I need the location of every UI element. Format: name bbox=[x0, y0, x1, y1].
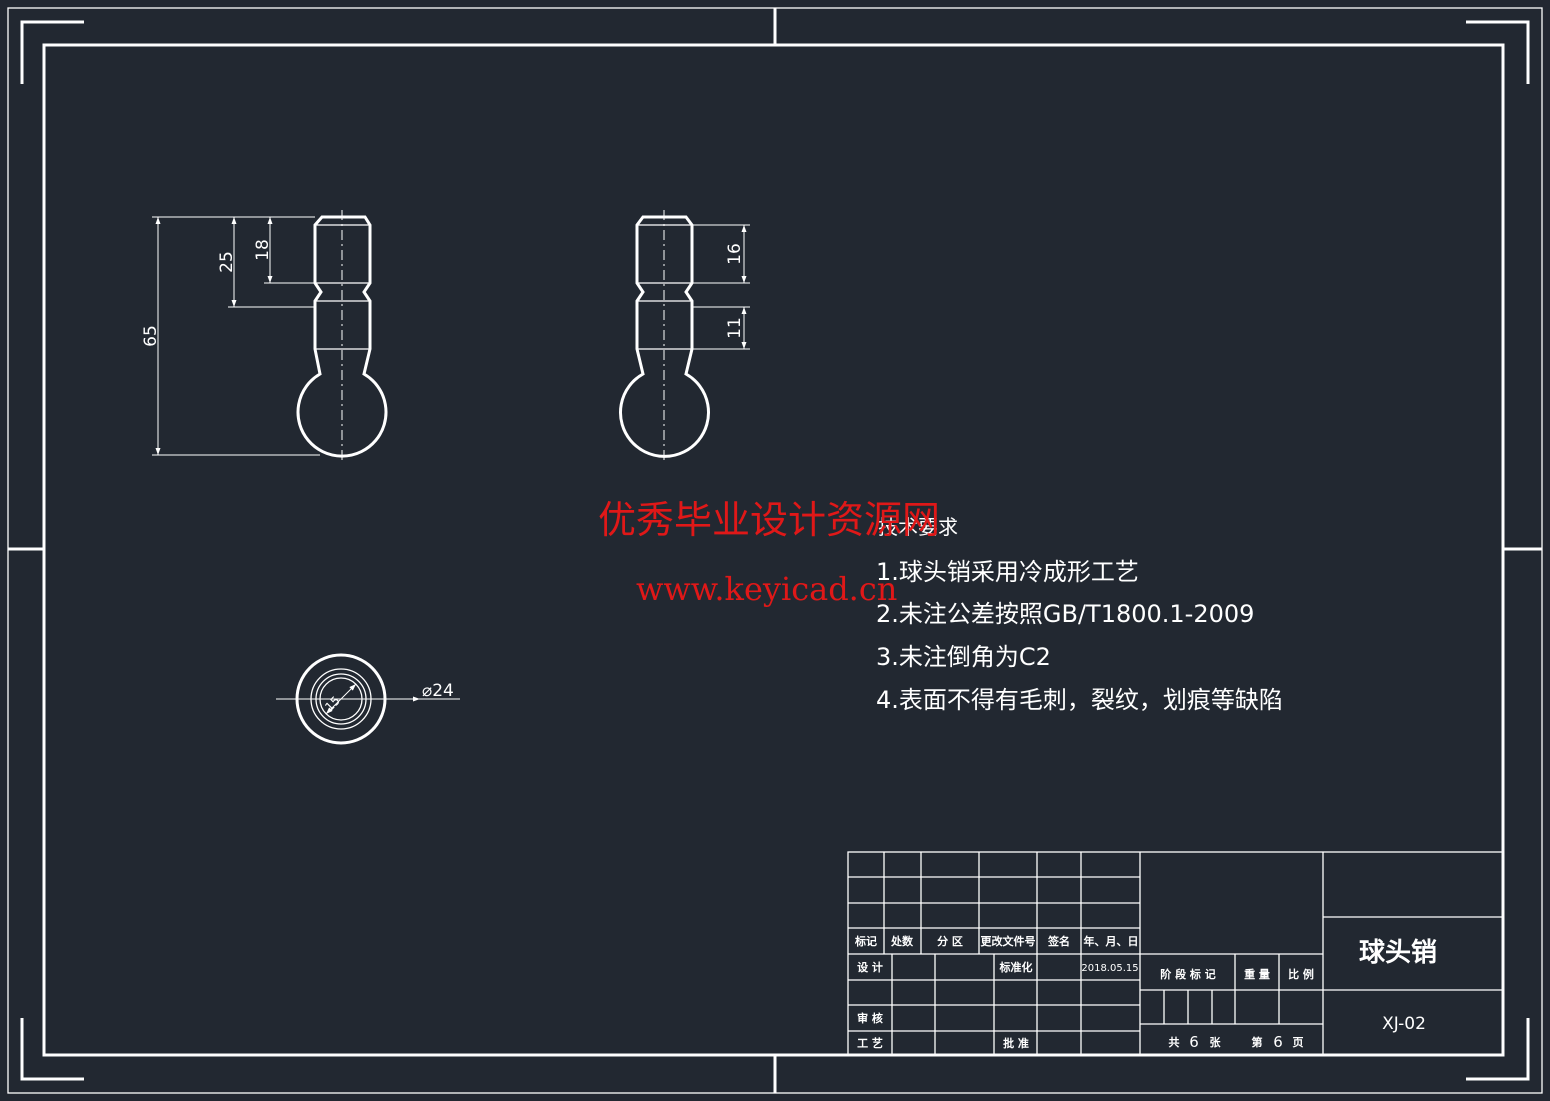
title-block: 标记 处数 分 区 更改文件号 签名 年、月、日 设 计 标准化 2018.05… bbox=[847, 851, 1504, 1056]
tb-date: 年、月、日 bbox=[1084, 934, 1139, 948]
tech-req-item-1: 1.球头销采用冷成形工艺 bbox=[876, 558, 1139, 586]
tb-review: 审 核 bbox=[857, 1011, 883, 1025]
tb-zone: 分 区 bbox=[937, 934, 963, 948]
tech-req-item-2: 2.未注公差按照GB/T1800.1-2009 bbox=[876, 600, 1254, 628]
sheet-frame bbox=[7, 7, 1543, 1094]
pin-outline-side bbox=[619, 215, 710, 458]
tb-design: 设 计 bbox=[857, 960, 883, 974]
tb-total-prefix: 共 bbox=[1169, 1035, 1180, 1049]
outer-border bbox=[7, 7, 1543, 1094]
front-view: 65 25 18 bbox=[141, 210, 388, 460]
tb-count: 处数 bbox=[890, 934, 914, 948]
corner-mark-tl bbox=[20, 20, 84, 84]
dim-25: 25 bbox=[217, 251, 237, 273]
technical-requirements: 技术要求 1.球头销采用冷成形工艺 2.未注公差按照GB/T1800.1-200… bbox=[876, 515, 1283, 714]
tb-change-doc: 更改文件号 bbox=[981, 934, 1036, 948]
tb-total-sheets: 6 bbox=[1189, 1033, 1199, 1051]
side-view: 16 11 bbox=[619, 210, 750, 460]
tb-page-suffix: 页 bbox=[1293, 1036, 1304, 1049]
tb-scale: 比 例 bbox=[1288, 967, 1314, 981]
tech-req-title: 技术要求 bbox=[878, 515, 958, 539]
tb-total-suffix: 张 bbox=[1210, 1035, 1222, 1049]
corner-mark-bl bbox=[20, 1018, 84, 1081]
pin-outline-front bbox=[296, 215, 388, 458]
dim-18: 18 bbox=[253, 239, 273, 261]
tb-signature: 签名 bbox=[1047, 934, 1070, 948]
tb-stage-mark: 阶 段 标 记 bbox=[1160, 967, 1216, 981]
tb-process: 工 艺 bbox=[857, 1036, 883, 1050]
tech-req-item-4: 4.表面不得有毛刺，裂纹，划痕等缺陷 bbox=[876, 686, 1283, 714]
inner-border bbox=[42, 43, 1505, 1057]
tb-page-prefix: 第 bbox=[1252, 1035, 1263, 1049]
tb-mark: 标记 bbox=[854, 934, 877, 948]
tb-standardize: 标准化 bbox=[999, 960, 1033, 974]
dim-16: 16 bbox=[725, 243, 745, 265]
tb-sheet-no: 6 bbox=[1273, 1033, 1283, 1051]
top-view: ⌀24 15 bbox=[276, 653, 460, 745]
corner-mark-tr bbox=[1466, 20, 1530, 84]
tb-date-value: 2018.05.15 bbox=[1081, 963, 1138, 974]
watermark: 优秀毕业设计资源网 www.keyicad.cn bbox=[598, 498, 940, 608]
tech-req-item-3: 3.未注倒角为C2 bbox=[876, 643, 1051, 671]
tb-approve: 批 准 bbox=[1003, 1036, 1029, 1050]
watermark-url: www.keyicad.cn bbox=[636, 570, 897, 608]
dim-11: 11 bbox=[725, 317, 745, 339]
corner-mark-br bbox=[1466, 1018, 1530, 1081]
watermark-site-name: 优秀毕业设计资源网 bbox=[598, 498, 940, 542]
tb-drawing-no: XJ-02 bbox=[1382, 1014, 1426, 1034]
dim-ball-diameter: ⌀24 bbox=[422, 681, 454, 701]
dim-65: 65 bbox=[141, 325, 161, 347]
tb-weight: 重 量 bbox=[1244, 967, 1270, 981]
tb-part-name: 球头销 bbox=[1359, 938, 1437, 968]
dim-inner: 15 bbox=[322, 693, 343, 714]
